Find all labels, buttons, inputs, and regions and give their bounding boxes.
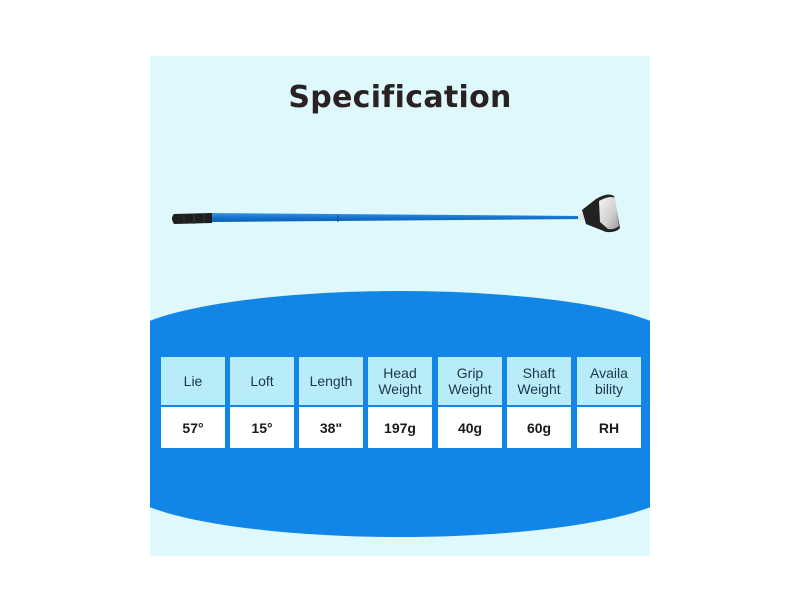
value-cell-loft: 15° <box>230 407 294 448</box>
value-cell-grip-weight: 40g <box>438 407 502 448</box>
golf-club-icon <box>172 194 620 233</box>
value-cell-availability: RH <box>577 407 641 448</box>
header-cell-lie: Lie <box>161 357 225 405</box>
value-cell-shaft-weight: 60g <box>507 407 571 448</box>
specification-panel: Specification Lie <box>150 56 650 556</box>
club-shaft <box>208 213 582 222</box>
value-cell-lie: 57° <box>161 407 225 448</box>
header-cell-availability: Availa bility <box>577 357 641 405</box>
header-cell-grip-weight: Grip Weight <box>438 357 502 405</box>
club-face <box>599 197 619 230</box>
header-cell-shaft-weight: Shaft Weight <box>507 357 571 405</box>
value-cell-length: 38" <box>299 407 363 448</box>
spec-table-header-row: Lie Loft Length Head Weight Grip Weight … <box>161 357 641 405</box>
spec-table-value-row: 57° 15° 38" 197g 40g 60g RH <box>161 407 641 448</box>
page-title: Specification <box>288 80 512 115</box>
header-cell-length: Length <box>299 357 363 405</box>
header-cell-head-weight: Head Weight <box>368 357 432 405</box>
value-cell-head-weight: 197g <box>368 407 432 448</box>
header-cell-loft: Loft <box>230 357 294 405</box>
club-grip <box>172 213 212 224</box>
